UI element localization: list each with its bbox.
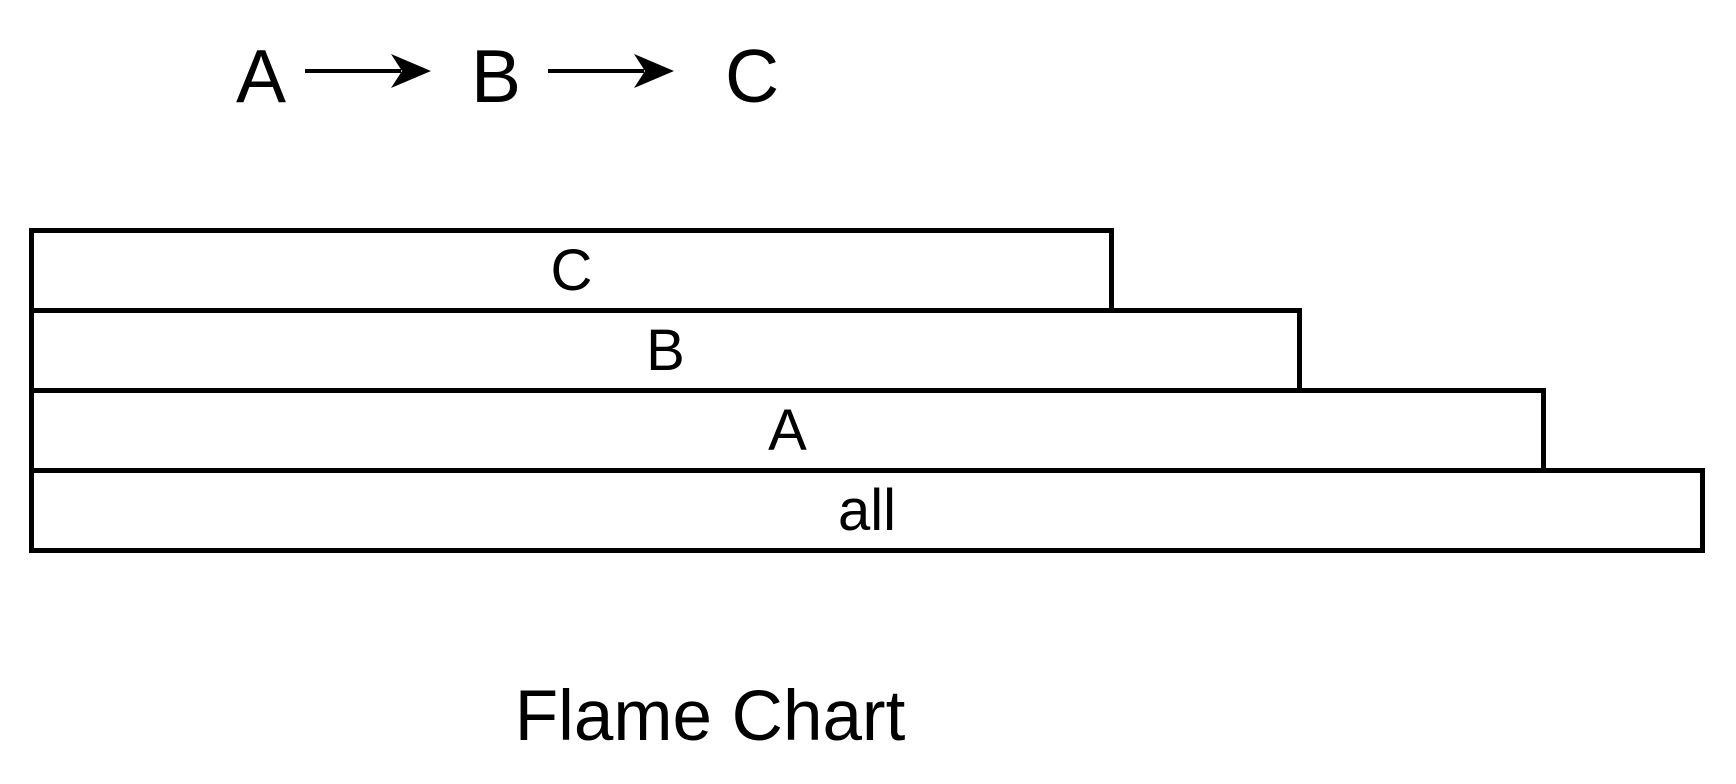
sequence-node-a: A xyxy=(236,34,287,118)
flame-bar-label: B xyxy=(646,317,685,383)
chart-caption: Flame Chart xyxy=(514,677,906,756)
arrow-right-icon xyxy=(305,54,431,88)
flame-bar-label: A xyxy=(768,397,807,463)
flame-bar-label: C xyxy=(550,237,593,303)
flame-bar-label: all xyxy=(837,477,897,543)
flame-bar-b: B xyxy=(29,308,1302,393)
arrow-right-icon xyxy=(548,54,674,88)
flame-bar-all: all xyxy=(29,468,1705,553)
sequence-node-c: C xyxy=(725,34,780,118)
flame-bar-a: A xyxy=(29,388,1546,473)
sequence-node-b: B xyxy=(471,34,522,118)
flame-bar-c: C xyxy=(29,228,1114,313)
